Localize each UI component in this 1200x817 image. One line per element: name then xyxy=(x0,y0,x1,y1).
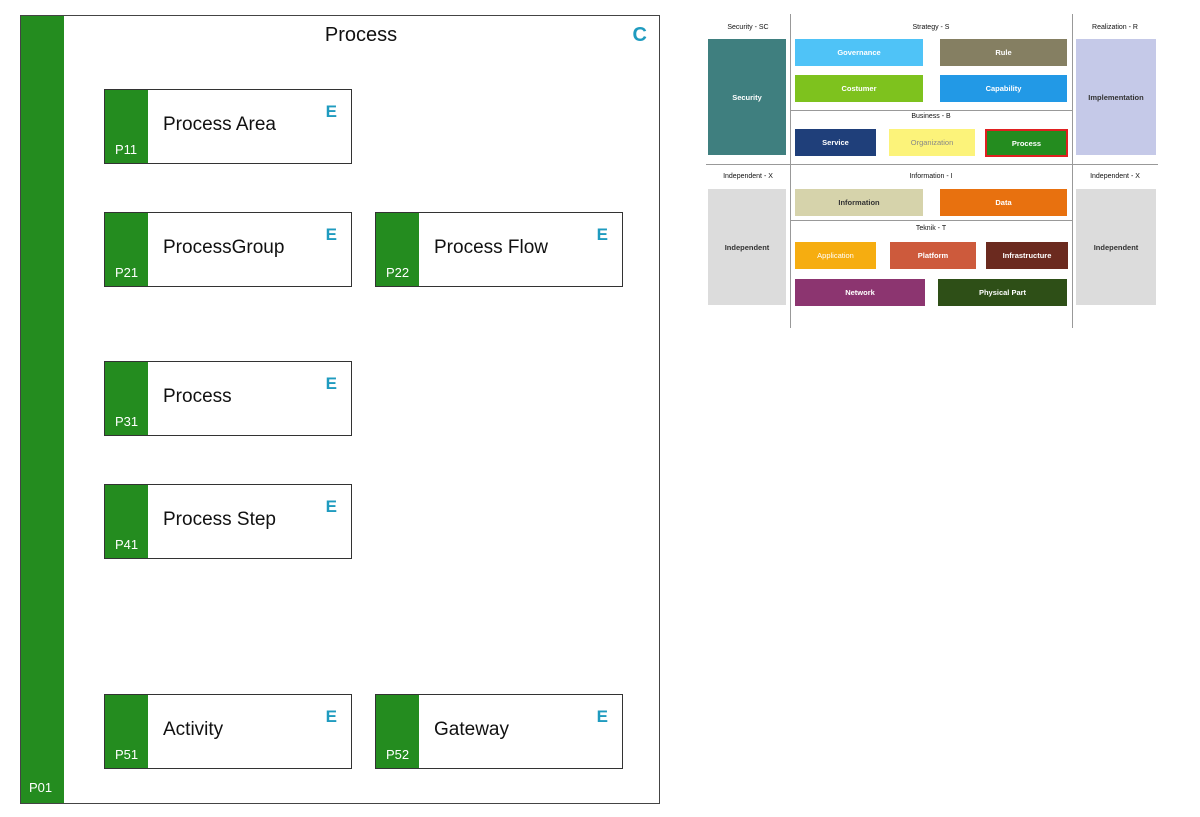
entity-name: Process Flow xyxy=(434,237,549,258)
divider-right xyxy=(1072,14,1073,328)
box-implementation[interactable]: Implementation xyxy=(1076,39,1156,155)
header-teknik: Teknik - T xyxy=(915,225,947,232)
header-security: Security - SC xyxy=(727,24,769,31)
concept-code: P01 xyxy=(29,780,53,795)
entity-name: Process xyxy=(163,386,232,407)
header-independent-right: Independent - X xyxy=(1090,173,1140,180)
divider-teknik xyxy=(790,220,1072,221)
entity-type-letter: E xyxy=(596,707,608,726)
entity-process-group[interactable]: P21 ProcessGroup E xyxy=(104,212,352,287)
divider-left xyxy=(790,14,791,328)
entity-code: P51 xyxy=(115,747,139,762)
entity-bar xyxy=(376,213,419,286)
box-application[interactable]: Application xyxy=(795,242,876,269)
entity-process-flow[interactable]: P22 Process Flow E xyxy=(375,212,623,287)
box-network[interactable]: Network xyxy=(795,279,925,306)
box-security[interactable]: Security xyxy=(708,39,786,155)
entity-process-area[interactable]: P11 Process Area E xyxy=(104,89,352,164)
box-process[interactable]: Process xyxy=(985,129,1068,157)
entity-name: Process Area xyxy=(163,114,276,135)
header-realization: Realization - R xyxy=(1092,24,1138,31)
concept-title: Process xyxy=(324,24,398,46)
divider-middle xyxy=(706,164,1158,165)
entity-type-letter: E xyxy=(325,497,337,516)
entity-bar xyxy=(105,362,148,435)
entity-bar xyxy=(376,695,419,768)
entity-gateway[interactable]: P52 Gateway E xyxy=(375,694,623,769)
box-organization[interactable]: Organization xyxy=(889,129,975,156)
entity-type-letter: E xyxy=(325,374,337,393)
box-costumer[interactable]: Costumer xyxy=(795,75,923,102)
entity-name: Process Step xyxy=(163,509,276,530)
box-information[interactable]: Information xyxy=(795,189,923,216)
header-independent-left: Independent - X xyxy=(723,173,773,180)
header-business: Business - B xyxy=(911,113,951,120)
box-independent-left[interactable]: Independent xyxy=(708,189,786,305)
metamodel-overview: Security - SC Strategy - S Realization -… xyxy=(706,14,1158,332)
entity-code: P52 xyxy=(386,747,410,762)
entity-bar xyxy=(105,213,148,286)
entity-name: Gateway xyxy=(434,719,509,740)
entity-code: P31 xyxy=(115,414,139,429)
box-infrastructure[interactable]: Infrastructure xyxy=(986,242,1068,269)
entity-code: P41 xyxy=(115,537,139,552)
box-governance[interactable]: Governance xyxy=(795,39,923,66)
divider-business xyxy=(790,110,1072,111)
entity-type-letter: E xyxy=(596,225,608,244)
process-concept-container: P01 Process C P11 Process Area E P21 Pro… xyxy=(20,15,660,804)
entity-name: ProcessGroup xyxy=(163,237,285,258)
entity-activity[interactable]: P51 Activity E xyxy=(104,694,352,769)
entity-code: P21 xyxy=(115,265,139,280)
box-service[interactable]: Service xyxy=(795,129,876,156)
entity-type-letter: E xyxy=(325,225,337,244)
entity-process[interactable]: P31 Process E xyxy=(104,361,352,436)
entity-bar xyxy=(105,90,148,163)
box-physical-part[interactable]: Physical Part xyxy=(938,279,1067,306)
box-data[interactable]: Data xyxy=(940,189,1067,216)
entity-code: P11 xyxy=(115,142,138,157)
concept-type-letter: C xyxy=(632,24,647,46)
box-rule[interactable]: Rule xyxy=(940,39,1067,66)
entity-code: P22 xyxy=(386,265,410,280)
entity-bar xyxy=(105,695,148,768)
header-strategy: Strategy - S xyxy=(912,24,950,31)
box-independent-right[interactable]: Independent xyxy=(1076,189,1156,305)
entity-bar xyxy=(105,485,148,558)
box-platform[interactable]: Platform xyxy=(890,242,976,269)
concept-side-bar xyxy=(21,16,64,803)
entity-type-letter: E xyxy=(325,102,337,121)
header-information: Information - I xyxy=(909,173,953,180)
box-capability[interactable]: Capability xyxy=(940,75,1067,102)
entity-name: Activity xyxy=(163,719,224,740)
entity-type-letter: E xyxy=(325,707,337,726)
entity-process-step[interactable]: P41 Process Step E xyxy=(104,484,352,559)
